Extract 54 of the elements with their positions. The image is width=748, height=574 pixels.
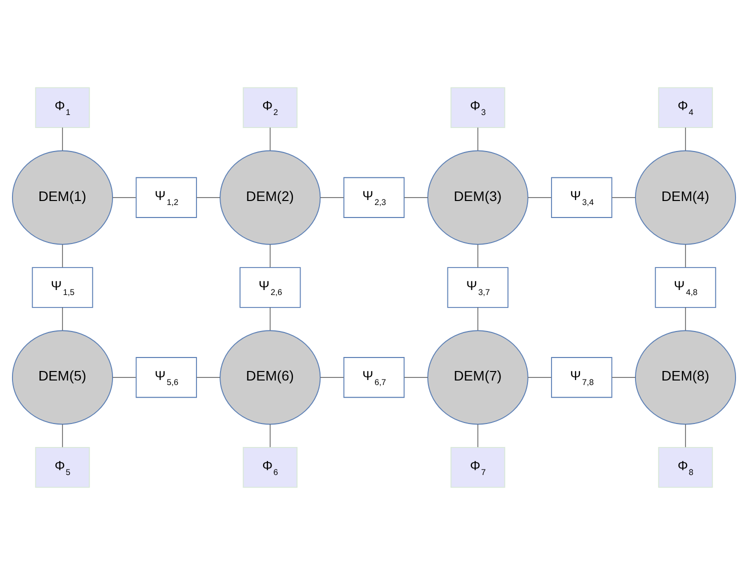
- connector: [270, 424, 271, 447]
- node-box: Ψ$_{1,2}$: [136, 176, 197, 218]
- node-circle: DEM(2): [220, 150, 321, 244]
- node-box: Φ$_{4}$: [658, 86, 713, 128]
- node-circle: DEM(5): [12, 330, 114, 424]
- node-circle: DEM(8): [634, 330, 736, 424]
- node-box: Ψ$_{3,4}$: [551, 176, 612, 218]
- node-box: Φ$_{6}$: [242, 446, 298, 488]
- connector: [404, 376, 428, 378]
- node-box: Ψ$_{5,6}$: [136, 356, 197, 398]
- connector: [685, 126, 686, 150]
- node-box: Ψ$_{2,3}$: [343, 176, 405, 218]
- connector: [62, 126, 63, 150]
- connector: [477, 126, 478, 150]
- node-box: Φ$_{2}$: [242, 86, 298, 128]
- node-box: Ψ$_{4,8}$: [654, 266, 716, 308]
- node-circle: DEM(4): [634, 150, 736, 244]
- connector: [270, 244, 271, 268]
- connector: [685, 424, 686, 447]
- connector: [320, 376, 344, 378]
- connector: [528, 196, 552, 198]
- connector: [404, 196, 428, 198]
- connector: [477, 244, 478, 268]
- connector: [112, 376, 136, 378]
- node-box: Φ$_{8}$: [658, 446, 713, 488]
- node-box: Φ$_{5}$: [35, 446, 90, 488]
- connector: [62, 424, 63, 447]
- connector: [62, 244, 63, 268]
- connector: [320, 196, 344, 198]
- connector: [112, 196, 136, 198]
- connector: [196, 376, 220, 378]
- connector: [612, 376, 636, 378]
- node-circle: DEM(1): [12, 150, 114, 244]
- connector: [270, 306, 271, 330]
- connector: [62, 306, 63, 330]
- node-box: Ψ$_{6,7}$: [343, 356, 405, 398]
- node-box: Φ$_{1}$: [35, 86, 90, 128]
- node-box: Ψ$_{1,5}$: [32, 266, 94, 308]
- connector: [477, 306, 478, 330]
- node-circle: DEM(7): [427, 330, 528, 424]
- connector: [528, 376, 552, 378]
- node-box: Ψ$_{2,6}$: [240, 266, 301, 308]
- connector: [270, 126, 271, 150]
- node-box: Φ$_{7}$: [450, 446, 506, 488]
- node-circle: DEM(6): [220, 330, 321, 424]
- connector: [196, 196, 220, 198]
- connector: [477, 424, 478, 447]
- node-box: Φ$_{3}$: [450, 86, 506, 128]
- node-circle: DEM(3): [427, 150, 528, 244]
- connector: [612, 196, 636, 198]
- connector: [685, 306, 686, 330]
- node-box: Ψ$_{3,7}$: [447, 266, 508, 308]
- node-box: Ψ$_{7,8}$: [551, 356, 612, 398]
- connector: [685, 244, 686, 268]
